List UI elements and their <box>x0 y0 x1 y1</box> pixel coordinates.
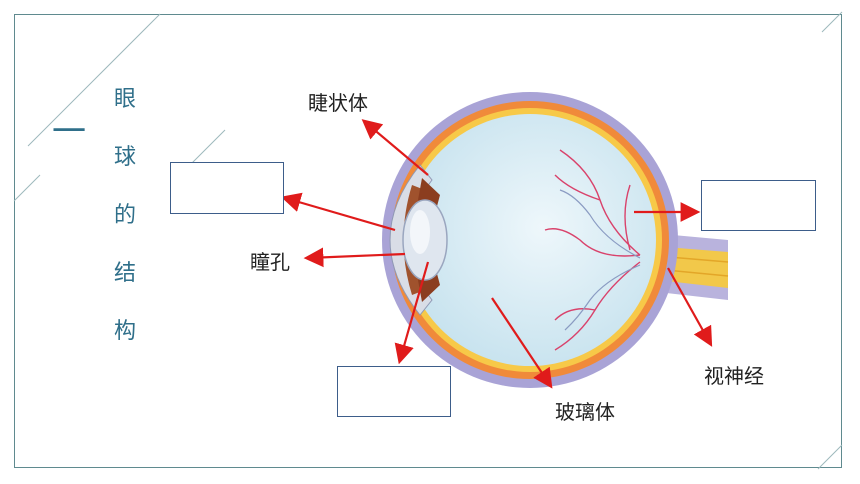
vitreous-body <box>404 114 656 366</box>
arrow-ciliary <box>361 119 429 176</box>
title-char: 眼 <box>113 87 136 112</box>
label-vitreous-body: 玻璃体 <box>555 400 615 424</box>
label-optic-nerve: 视神经 <box>704 364 764 388</box>
title-char: 构 <box>113 319 136 344</box>
arrow-optic-nerve <box>667 267 713 347</box>
label-ciliary-body: 睫状体 <box>308 91 368 115</box>
title-char: 结 <box>113 261 136 286</box>
left-upper-blank <box>170 162 284 214</box>
right-blank <box>701 180 816 231</box>
slide-frame <box>14 14 842 468</box>
section-title: 眼 球 的 结 构 <box>108 80 142 370</box>
arrow-pupil <box>303 247 406 268</box>
arrow-cornea <box>280 192 396 232</box>
bottom-blank <box>337 366 451 417</box>
title-char: 的 <box>113 203 136 228</box>
arrow-lens <box>394 261 430 365</box>
arrow-vitreous <box>491 297 553 389</box>
retinal-vessels <box>544 149 641 351</box>
section-number: 一 <box>52 112 86 152</box>
title-char: 球 <box>113 145 136 170</box>
label-pupil: 瞳孔 <box>250 250 290 274</box>
